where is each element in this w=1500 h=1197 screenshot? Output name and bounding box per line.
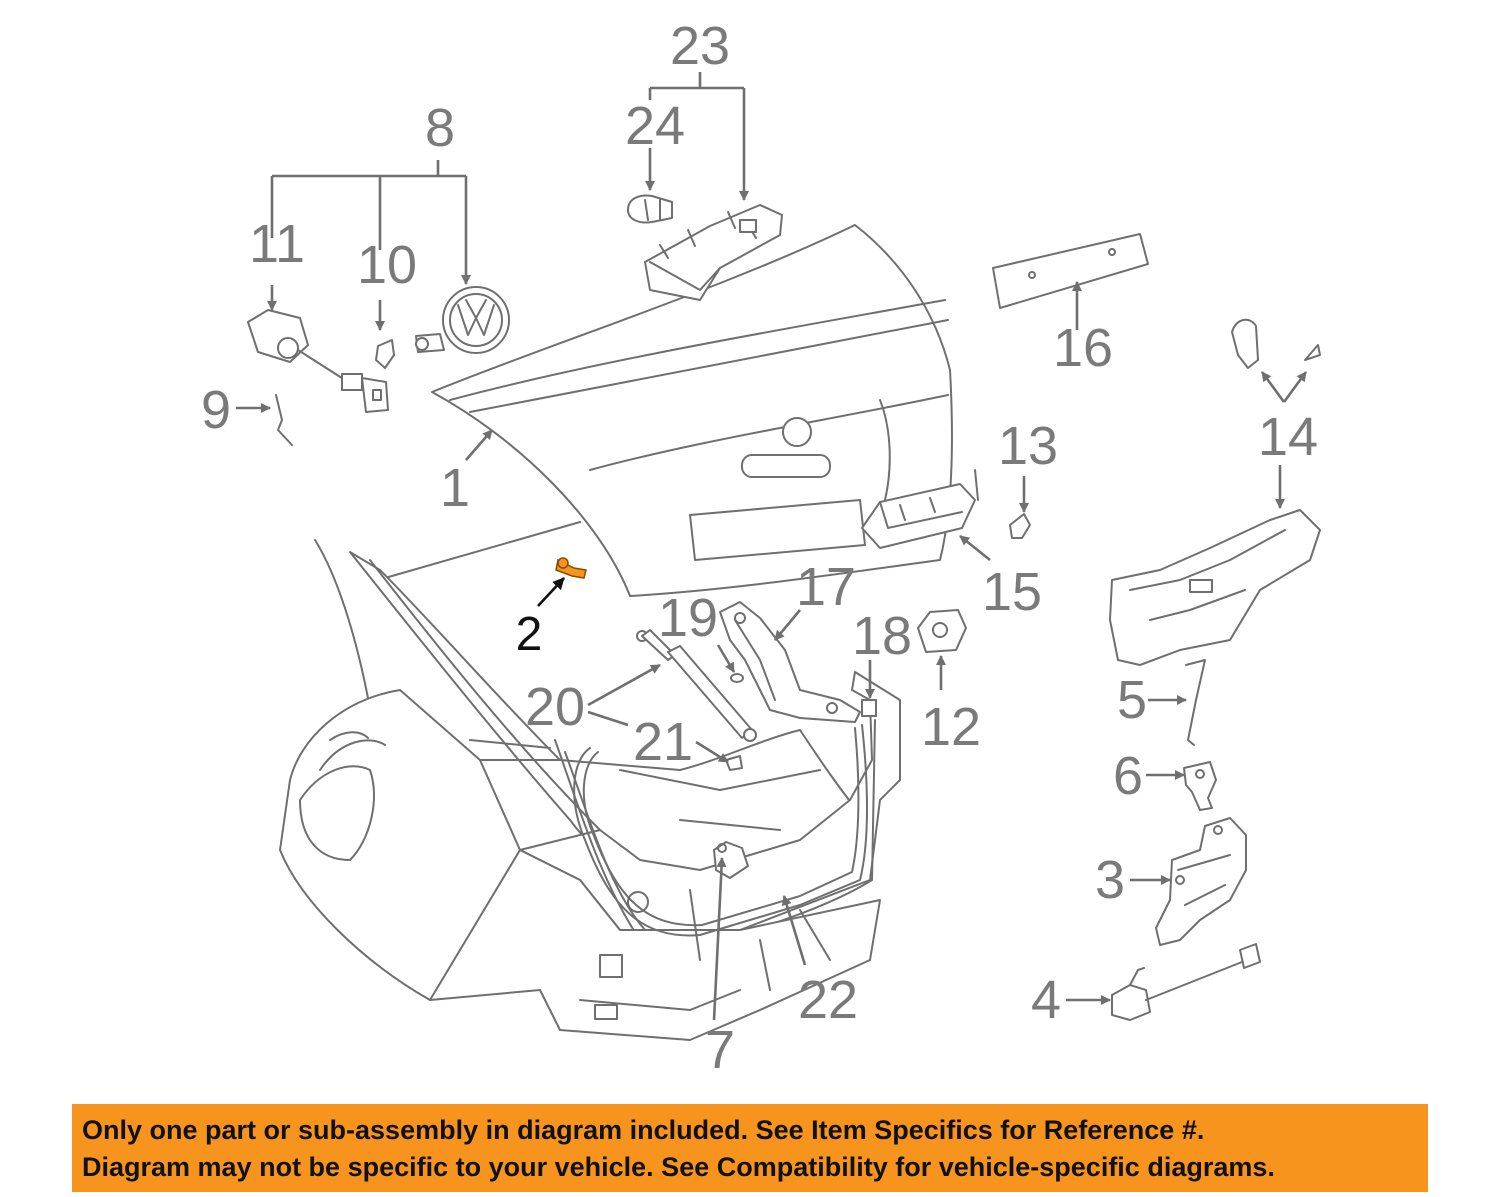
part-4-actuator — [1111, 943, 1261, 1021]
callout-22: 22 — [798, 970, 858, 1030]
callout-10: 10 — [357, 235, 417, 295]
callout-20: 20 — [525, 677, 585, 737]
part-1-trunk-lid — [431, 224, 953, 597]
parts-diagram: 23 24 8 11 10 9 1 2 16 13 14 15 17 19 18… — [201, 16, 1321, 1080]
callout-labels: 23 24 8 11 10 9 1 2 16 13 14 15 17 19 18… — [201, 16, 1318, 1080]
leader-lines — [236, 72, 1308, 1021]
part-17-hinge — [719, 601, 861, 723]
callout-5: 5 — [1117, 670, 1147, 730]
callout-19: 19 — [658, 588, 718, 648]
part-2-stud-highlighted — [555, 557, 587, 579]
callout-21: 21 — [633, 712, 693, 772]
callout-6: 6 — [1113, 746, 1143, 806]
part-14-cover — [1109, 318, 1321, 666]
callout-3: 3 — [1095, 850, 1125, 910]
callout-1: 1 — [440, 458, 470, 518]
callout-14: 14 — [1258, 407, 1318, 467]
part-12-actuator — [917, 609, 967, 653]
part-10-retainer — [375, 333, 445, 369]
callout-12: 12 — [921, 697, 981, 757]
callout-8: 8 — [425, 98, 455, 158]
part-18-bracket — [861, 699, 877, 717]
part-5-rod — [1185, 659, 1206, 746]
vehicle-rear-body — [279, 521, 901, 1041]
part-3-latch — [1155, 817, 1247, 946]
part-19-bushing — [730, 673, 744, 683]
part-8-emblem — [442, 286, 510, 354]
callout-7: 7 — [705, 1020, 735, 1080]
part-15-license-lamp — [861, 469, 979, 549]
callout-18: 18 — [852, 606, 912, 666]
part-6-clip — [1183, 761, 1217, 811]
disclaimer-line-2: Diagram may not be specific to your vehi… — [82, 1152, 1275, 1182]
callout-11: 11 — [249, 214, 305, 274]
callout-13: 13 — [998, 416, 1058, 476]
callout-16: 16 — [1053, 318, 1113, 378]
callout-23: 23 — [670, 16, 730, 76]
part-20-strut — [636, 629, 757, 742]
part-22-weatherstrip — [573, 724, 868, 937]
part-23-lamp-housing — [644, 204, 783, 301]
callout-17: 17 — [796, 557, 856, 617]
disclaimer-line-1: Only one part or sub-assembly in diagram… — [82, 1115, 1205, 1145]
callout-24: 24 — [625, 96, 685, 156]
callout-2: 2 — [516, 608, 543, 661]
callout-15: 15 — [982, 562, 1042, 622]
callout-4: 4 — [1031, 970, 1061, 1030]
part-24-bulb — [627, 194, 673, 224]
part-21-clip — [725, 755, 743, 771]
part-13-clip — [1009, 513, 1031, 539]
callout-9: 9 — [201, 380, 231, 440]
part-11-lock-cylinder — [247, 309, 389, 413]
disclaimer-banner: Only one part or sub-assembly in diagram… — [72, 1104, 1428, 1192]
part-9-rod — [275, 394, 293, 446]
part-16-trim-panel — [992, 233, 1149, 309]
